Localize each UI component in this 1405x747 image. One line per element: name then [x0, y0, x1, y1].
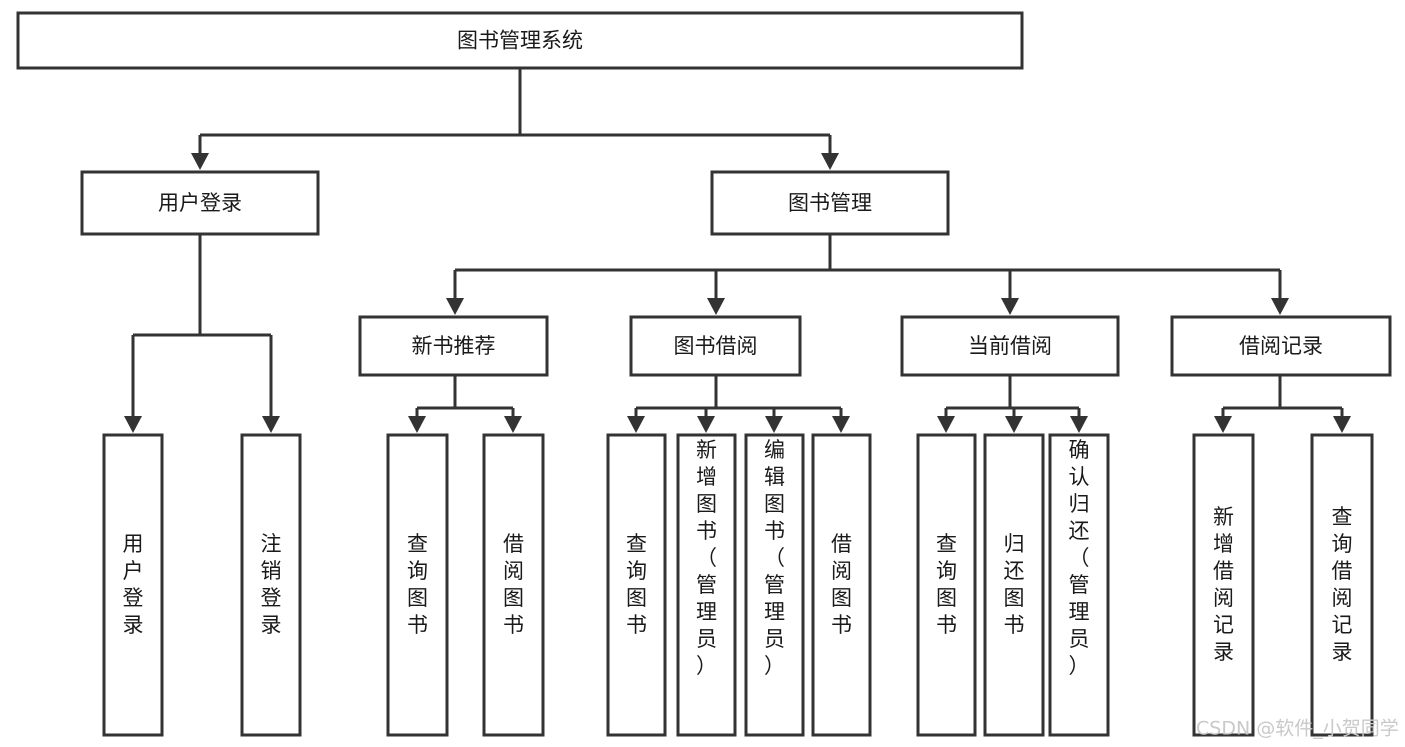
- node-current-borrowing[interactable]: 当前借阅: [900, 315, 1120, 377]
- node-label: 图书管理: [788, 191, 872, 215]
- node-label: 用户登录: [158, 191, 242, 215]
- node-logout[interactable]: 注销登录: [240, 433, 302, 737]
- node-box: [16, 11, 1024, 70]
- node-add-borrow-record[interactable]: 新增借阅记录: [1192, 433, 1255, 737]
- connector-current-to-leaves: [937, 375, 1088, 433]
- node-label: 借阅记录: [1239, 334, 1323, 358]
- node-query-borrow-record[interactable]: 查询借阅记录: [1310, 433, 1374, 737]
- connector-manage-to-level2: [446, 234, 1289, 315]
- csdn-watermark: CSDN @软件_小贺同学: [1196, 718, 1399, 740]
- node-borrow-book[interactable]: 借阅图书: [811, 433, 872, 737]
- node-label: 当前借阅: [968, 334, 1052, 358]
- node-query-book[interactable]: 查询图书: [386, 433, 449, 737]
- connector-root-to-level1: [191, 68, 839, 170]
- node-label: 归还图书: [1004, 532, 1025, 637]
- node-label: 借阅图书: [503, 532, 524, 637]
- node-box: [1048, 433, 1110, 737]
- connector-newbook-to-leaves: [408, 375, 522, 433]
- node-label: 图书管理系统: [457, 29, 583, 53]
- node-layer: 图书管理系统用户登录图书管理新书推荐图书借阅当前借阅借阅记录用户登录注销登录查询…: [16, 11, 1392, 737]
- node-label: 查询图书: [936, 532, 957, 637]
- node-label: 编辑图书（管理员）: [764, 438, 785, 678]
- node-borrowing-record[interactable]: 借阅记录: [1170, 315, 1392, 377]
- node-confirm-return-admin[interactable]: 确认归还（管理员）: [1048, 433, 1110, 737]
- node-return-book[interactable]: 归还图书: [983, 433, 1045, 737]
- node-label: 新增图书（管理员）: [696, 438, 717, 678]
- node-box: [1170, 315, 1392, 377]
- connector-layer: [124, 68, 1351, 433]
- node-book-management-system[interactable]: 图书管理系统: [16, 11, 1024, 70]
- node-new-book-recommendation[interactable]: 新书推荐: [358, 315, 549, 377]
- node-label: 查询图书: [626, 532, 647, 637]
- node-box: [900, 315, 1120, 377]
- node-add-book-admin[interactable]: 新增图书（管理员）: [676, 433, 737, 737]
- node-box: [482, 433, 545, 737]
- node-label: 图书借阅: [674, 334, 758, 358]
- node-box: [1310, 433, 1374, 737]
- node-box: [710, 170, 950, 236]
- node-box: [811, 433, 872, 737]
- node-borrow-book[interactable]: 借阅图书: [482, 433, 545, 737]
- node-box: [606, 433, 667, 737]
- node-box: [1192, 433, 1255, 737]
- node-box: [629, 315, 802, 377]
- node-user-login[interactable]: 用户登录: [102, 433, 164, 737]
- node-box: [916, 433, 977, 737]
- node-label: 查询图书: [407, 532, 428, 637]
- node-box: [983, 433, 1045, 737]
- node-user-login[interactable]: 用户登录: [80, 170, 320, 236]
- node-box: [80, 170, 320, 236]
- node-label: 新书推荐: [412, 334, 496, 358]
- node-box: [102, 433, 164, 737]
- node-box: [358, 315, 549, 377]
- node-query-book[interactable]: 查询图书: [916, 433, 977, 737]
- node-label: 查询借阅记录: [1332, 505, 1353, 664]
- node-box: [744, 433, 805, 737]
- connector-login-to-leaves: [124, 234, 280, 433]
- node-label: 用户登录: [123, 532, 144, 637]
- node-box: [240, 433, 302, 737]
- connector-record-to-leaves: [1214, 375, 1351, 433]
- node-box: [386, 433, 449, 737]
- node-query-book[interactable]: 查询图书: [606, 433, 667, 737]
- node-box: [676, 433, 737, 737]
- node-label: 确认归还（管理员）: [1069, 438, 1090, 678]
- node-label: 借阅图书: [831, 532, 852, 637]
- connector-borrow-to-leaves: [627, 375, 850, 433]
- node-book-borrowing[interactable]: 图书借阅: [629, 315, 802, 377]
- node-book-management[interactable]: 图书管理: [710, 170, 950, 236]
- node-edit-book-admin[interactable]: 编辑图书（管理员）: [744, 433, 805, 737]
- node-label: 新增借阅记录: [1213, 505, 1234, 664]
- node-label: 注销登录: [261, 532, 282, 637]
